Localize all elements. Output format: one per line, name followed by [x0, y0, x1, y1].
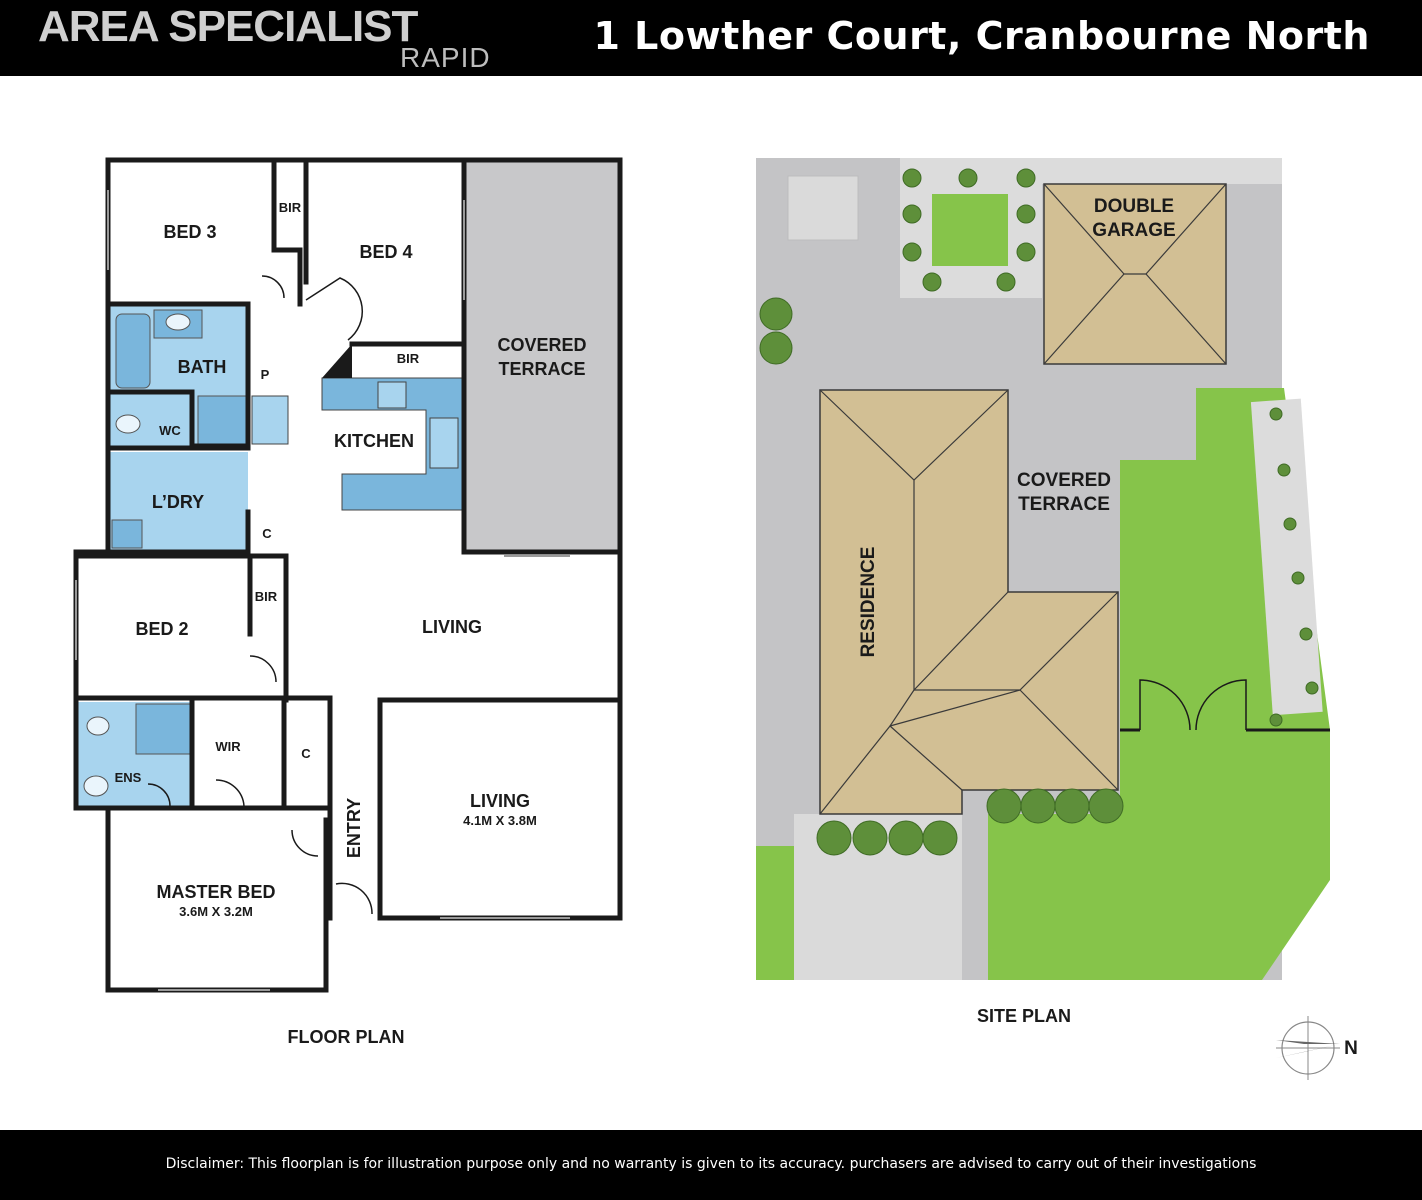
- header-bar: AREA SPECIALIST RAPID 1 Lowther Court, C…: [0, 0, 1422, 76]
- disclaimer-text: Disclaimer: This floorplan is for illust…: [165, 1156, 1257, 1172]
- room-label-cupboard2: C: [301, 746, 311, 761]
- room-dims-living-lower: 4.1M X 3.8M: [463, 813, 537, 828]
- room-label-bir2: BIR: [397, 351, 420, 366]
- room-label-bed3: BED 3: [163, 222, 216, 242]
- paving-topleft: [787, 175, 859, 241]
- sink: [429, 417, 459, 469]
- room-label-pantry: P: [261, 367, 270, 382]
- room-label-covered-terrace-2: TERRACE: [498, 359, 585, 379]
- site-plan-caption: SITE PLAN: [977, 1006, 1071, 1026]
- room-label-bed4: BED 4: [359, 242, 412, 262]
- room-label-wc: WC: [159, 423, 181, 438]
- brand-sub: RAPID: [400, 42, 491, 73]
- site-plan: DOUBLE GARAGE COVERED TERRACE RESIDENCE …: [756, 158, 1358, 1080]
- door-swings: [147, 275, 373, 915]
- laundry-tub: [111, 519, 143, 549]
- room-label-living-upper: LIVING: [422, 617, 482, 637]
- windows: [75, 190, 570, 991]
- ens-shower: [135, 703, 193, 755]
- toilet-1: [115, 414, 141, 434]
- brand-logo: AREA SPECIALIST: [38, 2, 418, 51]
- lawn-left: [756, 846, 794, 980]
- room-label-covered-terrace-1: COVERED: [497, 335, 586, 355]
- floor-plan: BED 3 BIR BED 4 BIR BATH P WC KITCHEN L’…: [73, 157, 623, 1047]
- room-label-living-lower: LIVING: [470, 791, 530, 811]
- room-label-entry: ENTRY: [344, 798, 364, 858]
- compass-icon: [1276, 1016, 1340, 1080]
- room-label-cupboard1: C: [262, 526, 272, 541]
- fridge-space: [251, 395, 289, 445]
- shrubs: [759, 168, 1319, 856]
- footer-bar: Disclaimer: This floorplan is for illust…: [0, 1130, 1422, 1200]
- toilet-2: [86, 716, 110, 736]
- ens-basin: [83, 775, 109, 797]
- bathtub: [115, 313, 151, 389]
- site-label-double-garage-2: GARAGE: [1092, 220, 1175, 241]
- room-label-bir1: BIR: [279, 200, 302, 215]
- room-label-bath: BATH: [178, 357, 227, 377]
- covered-terrace-area: [466, 160, 620, 552]
- room-label-master-bed: MASTER BED: [156, 882, 275, 902]
- floor-plan-walls: [73, 157, 623, 993]
- site-label-covered-terrace-2: TERRACE: [1018, 494, 1110, 515]
- room-label-wir: WIR: [215, 739, 241, 754]
- room-label-ens: ENS: [115, 770, 142, 785]
- paving-strip-top: [1042, 158, 1282, 184]
- site-label-double-garage-1: DOUBLE: [1094, 196, 1174, 217]
- site-label-covered-terrace-1: COVERED: [1017, 470, 1111, 491]
- corner-pantry: [322, 344, 352, 378]
- basin: [165, 313, 191, 331]
- double-garage-roof: [1043, 183, 1227, 365]
- site-label-residence: RESIDENCE: [858, 547, 879, 658]
- room-label-laundry: L’DRY: [152, 492, 204, 512]
- property-address: 1 Lowther Court, Cranbourne North: [593, 14, 1370, 58]
- lawn-square: [932, 194, 1008, 266]
- residence-roof: [819, 389, 1119, 815]
- north-label: N: [1344, 1038, 1358, 1059]
- room-label-bed2: BED 2: [135, 619, 188, 639]
- room-label-kitchen: KITCHEN: [334, 431, 414, 451]
- floor-plan-caption: FLOOR PLAN: [288, 1027, 405, 1047]
- shower: [197, 395, 249, 447]
- cooktop: [377, 381, 407, 409]
- room-dims-master-bed: 3.6M X 3.2M: [179, 904, 253, 919]
- room-label-bir3: BIR: [255, 589, 278, 604]
- side-gate: [1120, 679, 1330, 732]
